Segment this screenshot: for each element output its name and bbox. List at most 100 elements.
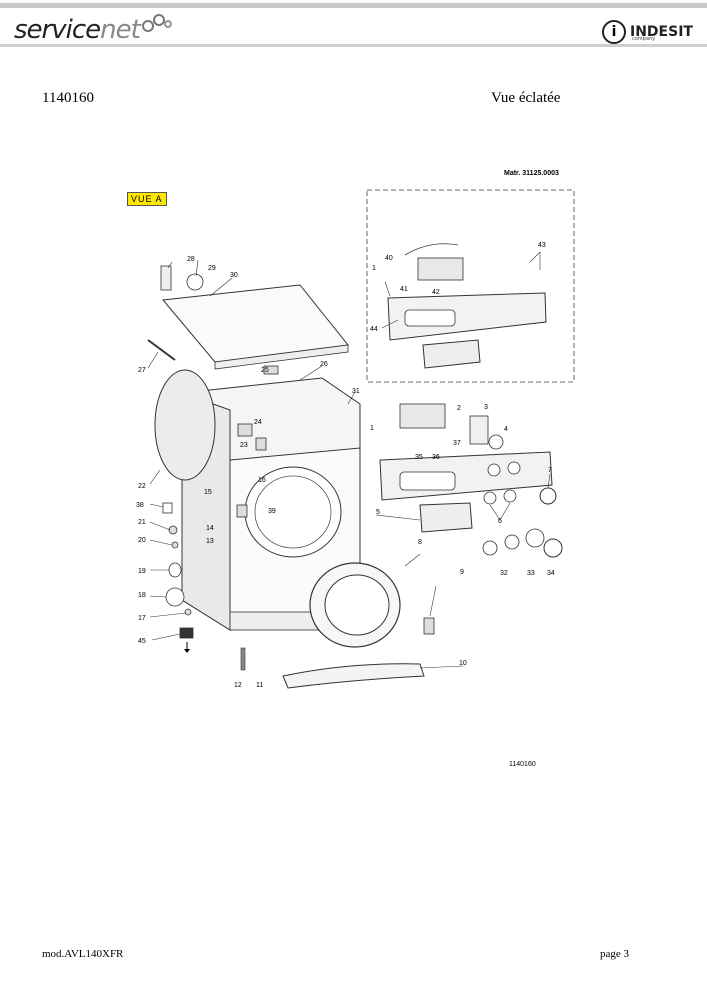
gears-icon [142, 14, 172, 32]
leader-lines [147, 251, 551, 669]
part-14-16 [236, 504, 248, 518]
part-45 [179, 627, 194, 639]
part-label: 14 [206, 525, 214, 532]
part-label: 32 [500, 570, 508, 577]
part-label: 15 [204, 489, 212, 496]
part-29 [186, 273, 204, 291]
part-label: 17 [138, 615, 146, 622]
button-6a [483, 491, 497, 505]
part-label: 19 [138, 568, 146, 575]
part-9-handle [423, 617, 435, 635]
indesit-wordmark: INDESIT [630, 24, 693, 40]
part-label: 35 [415, 454, 423, 461]
drawer [419, 502, 473, 533]
button-6b [503, 489, 517, 503]
part-label: 33 [527, 570, 535, 577]
detergent-slot [399, 471, 456, 491]
part-label: 43 [538, 242, 546, 249]
part-28 [160, 265, 172, 291]
part-25 [263, 365, 279, 375]
button-32a [482, 540, 498, 556]
part-23 [255, 437, 267, 451]
detail-electronic-board [417, 257, 464, 281]
part-label: 41 [400, 286, 408, 293]
selector-ring [488, 434, 504, 450]
part-label: 37 [453, 440, 461, 447]
part-label: 4 [504, 426, 508, 433]
part-label: 3 [484, 404, 488, 411]
part-label: 45 [138, 638, 146, 645]
part-21 [168, 525, 178, 535]
matricule-label: Matr. 31125.0003 [504, 170, 559, 177]
part-label: 24 [254, 419, 262, 426]
part-11-12 [240, 647, 246, 671]
part-label: 27 [138, 367, 146, 374]
part-label: 11 [256, 682, 263, 689]
part-17 [184, 608, 192, 616]
part-38 [162, 502, 173, 514]
part-label: 21 [138, 519, 146, 526]
top-lid-edge [214, 344, 349, 370]
part-19 [168, 562, 182, 578]
part-label: 1 [370, 425, 374, 432]
panel-knob-socket-b [507, 461, 521, 475]
knob-34 [543, 538, 563, 558]
document-title: Vue éclatée [491, 90, 561, 106]
detail-detergent-slot [404, 309, 456, 327]
part-label: 5 [376, 509, 380, 516]
part-number-labels: 1 2 3 4 5 6 7 8 9 10 11 12 13 14 15 16 1… [136, 242, 555, 689]
electronic-board [399, 403, 446, 429]
part-24 [237, 423, 253, 437]
knob-33 [525, 528, 545, 548]
part-label: 29 [208, 265, 216, 272]
part-label: 16 [258, 477, 266, 484]
bracket [469, 415, 489, 445]
indesit-i-icon: i [602, 20, 626, 44]
part-label: 2 [457, 405, 461, 412]
part-label: 18 [138, 592, 146, 599]
part-label: 7 [548, 467, 552, 474]
knob-7 [539, 487, 557, 505]
part-label: 20 [138, 537, 146, 544]
part-label: 44 [370, 326, 378, 333]
part-label: 42 [432, 289, 440, 296]
part-label: 1 [372, 265, 376, 272]
indesit-sub: company [632, 36, 656, 42]
part-20 [171, 541, 179, 549]
detail-control-panel [387, 292, 547, 341]
detail-drawer [422, 339, 481, 369]
part-label: 30 [230, 272, 238, 279]
part-label: 28 [187, 256, 195, 263]
part-label: 31 [352, 388, 360, 395]
servicenet-logo: servicenet [14, 15, 141, 45]
document-code: 1140160 [42, 90, 94, 106]
rear-gasket [154, 369, 216, 481]
footer-page: page 3 [600, 948, 630, 960]
logo-text-net: net [100, 15, 141, 45]
part-label: 39 [268, 508, 276, 515]
part-label: 8 [418, 539, 422, 546]
front-porthole-inner [254, 475, 332, 549]
indesit-logo: i INDESIT company [602, 20, 693, 44]
part-27 [147, 339, 176, 361]
part-label: 38 [136, 502, 144, 509]
button-32b [504, 534, 520, 550]
part-label: 36 [432, 454, 440, 461]
view-a-tag: VUE A [127, 192, 167, 206]
part-18 [165, 587, 185, 607]
diagram-reference: 1140160 [509, 761, 536, 768]
part-label: 40 [385, 255, 393, 262]
part-label: 9 [460, 569, 464, 576]
part-label: 26 [320, 361, 328, 368]
header-top-bar [0, 3, 707, 8]
part-label: 12 [234, 682, 242, 689]
detail-wire [404, 243, 459, 256]
panel-knob-socket-a [487, 463, 501, 477]
part-label: 10 [459, 660, 467, 667]
arrow-down-head [184, 649, 190, 653]
part-label: 13 [206, 538, 214, 545]
part-label: 23 [240, 442, 248, 449]
kickplate [282, 663, 425, 689]
part-label: 6 [498, 518, 502, 525]
